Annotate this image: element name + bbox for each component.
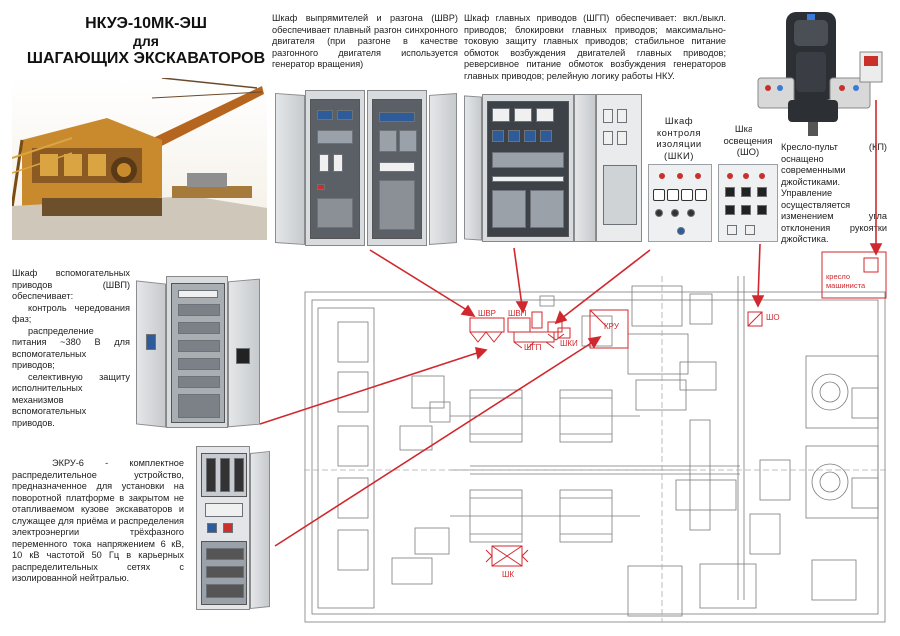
ekru-description: ЭКРУ-6 - комплектное распределительное у… [12,458,184,583]
plan-label-shk: ШК [502,570,514,579]
plan-label-shgp: ШГП [524,343,542,352]
shgp-description: Шкаф главных приводов (ШГП) обеспечивает… [464,13,726,81]
shki-label: Шкаф контроля изоляции (ШКИ) [656,116,702,162]
title-line-3: ШАГАЮЩИХ ЭКСКАВАТОРОВ [26,50,266,67]
ekru-cabinet-photo [192,446,272,612]
shvr-description: Шкаф выпрямителей и разгона (ШВР) обеспе… [272,13,458,69]
sho-label: Шкаф освещения (ШО) [723,124,773,158]
title-line-2: для [133,33,159,49]
plan-label-kru: КРУ [604,322,619,331]
sho-panel-photo [718,164,778,242]
operator-chair-description: Кресло-пульт (КП) оснащено современными … [781,142,887,244]
shvp-description: Шкаф вспомогательных приводов (ШВП) обес… [12,268,130,429]
shvr-cabinet-photo [275,88,458,248]
page-title: НКУЭ-10МК-ЭШ для ШАГАЮЩИХ ЭКСКАВАТОРОВ [20,14,272,68]
shvp-item-1: контроль чередования фаз; [12,302,130,325]
shgp-cabinet-photo [464,92,644,244]
shvp-intro: Шкаф вспомогательных приводов (ШВП) обес… [12,268,130,301]
plan-label-operator-seat: кресло машиниста [826,272,866,290]
plan-label-sho: ШО [766,313,780,322]
operator-chair-photo [752,12,892,138]
plan-label-shki: ШКИ [560,339,578,348]
title-line-1: НКУЭ-10МК-ЭШ [85,15,207,32]
shvp-item-2: распределение питания ~380 В для вспомог… [12,325,130,371]
shki-panel-photo [648,164,712,242]
excavator-photo [12,78,267,240]
plan-label-shvp: ШВП [508,309,527,318]
shvp-item-3: селективную защиту исполнительных механи… [12,371,130,428]
shvp-cabinet-photo [136,276,262,430]
plan-label-shvr: ШВР [478,309,497,318]
